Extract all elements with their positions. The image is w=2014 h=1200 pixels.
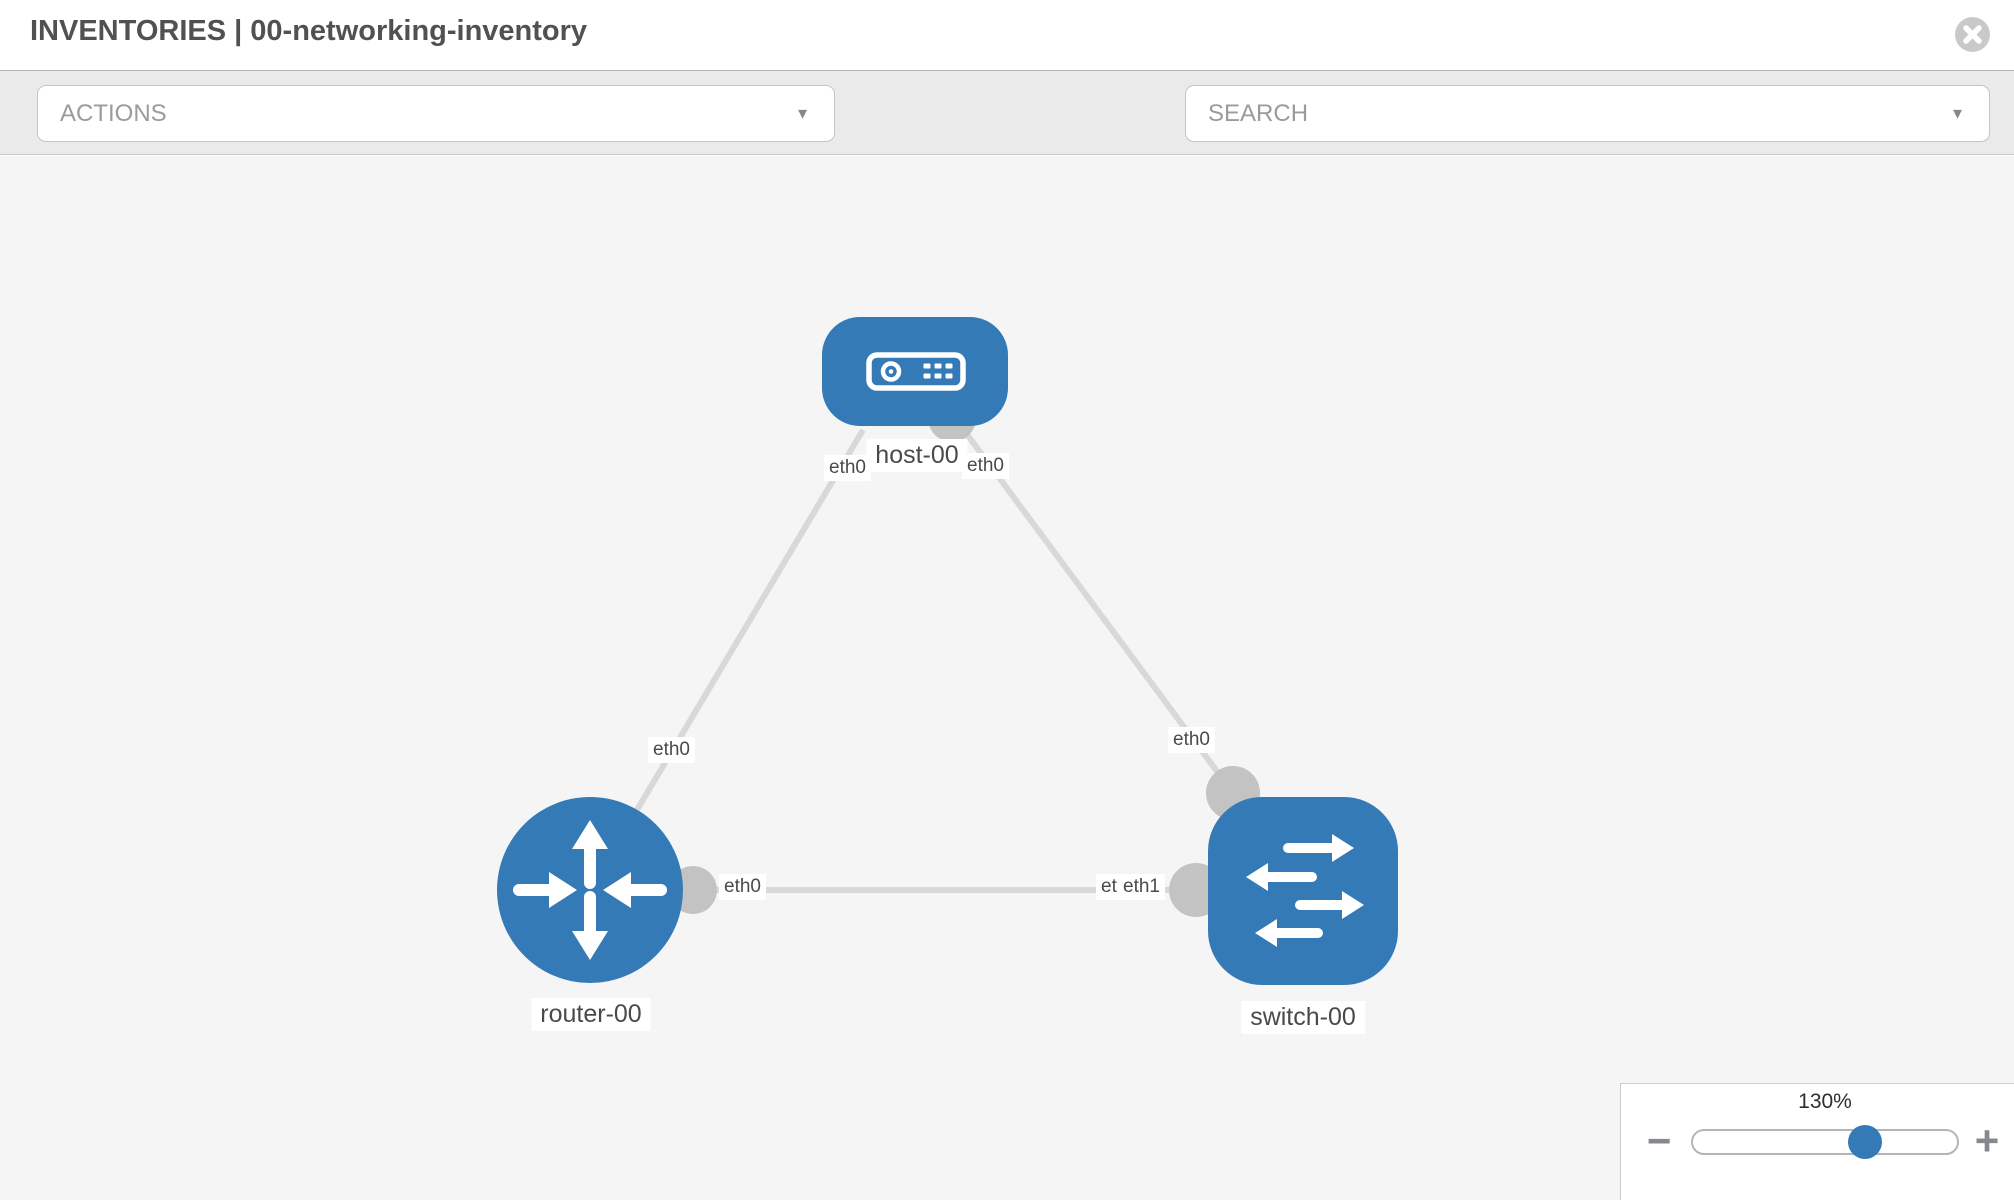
zoom-level: 130% bbox=[1798, 1090, 1852, 1113]
links-layer bbox=[625, 423, 1236, 893]
port-label: eth0 bbox=[962, 453, 1009, 479]
zoom-panel: 130% − + bbox=[1620, 1083, 2014, 1200]
host-icon bbox=[866, 352, 966, 391]
header-bar: INVENTORIES | 00-networking-inventory bbox=[0, 0, 2014, 71]
node-switch-00[interactable] bbox=[1208, 797, 1398, 985]
zoom-slider-handle[interactable] bbox=[1848, 1125, 1882, 1159]
page-title: INVENTORIES | 00-networking-inventory bbox=[30, 15, 588, 47]
toolbar: ACTIONS ▼ SEARCH ▼ bbox=[0, 71, 2014, 200]
router-icon bbox=[513, 820, 667, 960]
node-host-00[interactable] bbox=[822, 317, 1008, 426]
node-label-router: router-00 bbox=[531, 998, 651, 1031]
port-label: eth0 bbox=[648, 737, 695, 763]
node-router-00[interactable] bbox=[497, 797, 683, 983]
chevron-down-icon: ▼ bbox=[795, 105, 810, 122]
node-label-host: host-00 bbox=[866, 439, 968, 472]
search-placeholder: SEARCH bbox=[1208, 100, 1309, 127]
chevron-down-icon: ▼ bbox=[1950, 105, 1965, 122]
zoom-in-button[interactable]: + bbox=[1974, 1117, 2000, 1164]
topology-canvas[interactable]: eth0 eth0 eth0 eth0 eth0 eth0 eth1 host-… bbox=[0, 156, 2014, 1200]
port-label: eth0 bbox=[1168, 727, 1215, 753]
close-button[interactable] bbox=[1955, 17, 1990, 52]
actions-dropdown-label: ACTIONS bbox=[60, 100, 167, 127]
switch-icon bbox=[1246, 834, 1364, 947]
actions-dropdown[interactable]: ACTIONS ▼ bbox=[37, 85, 835, 142]
port-label: eth0 bbox=[824, 455, 871, 481]
close-icon bbox=[1955, 17, 1990, 52]
zoom-out-button[interactable]: − bbox=[1646, 1117, 1672, 1164]
port-label: eth0 bbox=[719, 874, 766, 900]
link-host-router[interactable] bbox=[625, 428, 866, 827]
zoom-slider-track[interactable] bbox=[1691, 1125, 1959, 1159]
node-label-switch: switch-00 bbox=[1241, 1001, 1365, 1034]
search-dropdown[interactable]: SEARCH ▼ bbox=[1185, 85, 1990, 142]
port-label: eth1 bbox=[1118, 874, 1165, 900]
